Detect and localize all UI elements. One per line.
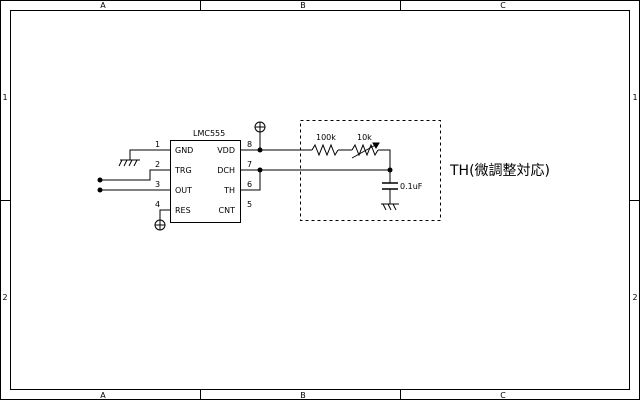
junction-dot	[97, 177, 103, 183]
pin-number-4: 4	[155, 200, 160, 209]
trimmer-arrow	[351, 142, 380, 159]
ic-name: LMC555	[193, 129, 225, 138]
pin-label-vdd: VDD	[217, 146, 235, 155]
junction-dot	[257, 147, 263, 153]
capacitor-label: 0.1uF	[400, 182, 423, 191]
zone-label-bottom-a: A	[100, 391, 106, 400]
pin-label-trg: TRG	[174, 166, 192, 175]
wire-trg[interactable]	[100, 169, 170, 181]
ground-icon	[118, 159, 140, 167]
wire-res[interactable]	[159, 209, 170, 220]
capacitor-0-1uf[interactable]	[382, 182, 398, 190]
ground-hatch	[118, 159, 123, 167]
th-annotation: TH(微調整対応)	[449, 163, 550, 179]
pin-label-res: RES	[175, 206, 191, 215]
pin-number-3: 3	[155, 180, 160, 189]
resistor-10k-label: 10k	[357, 133, 372, 142]
pin-label-out: OUT	[175, 186, 192, 195]
pin-number-6: 6	[247, 180, 252, 189]
ground-hatch	[387, 203, 392, 211]
resistor-10k[interactable]	[351, 143, 379, 157]
ic-body[interactable]	[170, 140, 241, 223]
zone-label-top-c: C	[500, 1, 506, 10]
junction-dots	[97, 147, 393, 193]
res-supply-icon	[154, 219, 166, 231]
wire-th[interactable]	[240, 170, 261, 191]
ground-hatch	[128, 159, 133, 167]
pin-label-cnt: CNT	[219, 206, 236, 215]
ground-hatch	[392, 203, 397, 211]
zone-label-top-a: A	[100, 1, 106, 10]
pin-label-th: TH	[223, 186, 235, 195]
zone-label-left-2: 2	[2, 293, 7, 302]
ground-icon	[381, 203, 399, 211]
resistor-100k[interactable]	[311, 143, 339, 157]
zone-label-bottom-b: B	[300, 391, 306, 400]
inner-border	[10, 10, 630, 390]
wire-gnd[interactable]	[129, 149, 170, 160]
zone-label-top-b: B	[300, 1, 306, 10]
pin-label-gnd: GND	[175, 146, 193, 155]
trimmer-arrow-head	[372, 142, 380, 149]
zone-label-left-1: 1	[2, 93, 7, 102]
ground-hatch	[123, 159, 128, 167]
ground-hatch	[133, 159, 138, 167]
junction-dot	[257, 167, 263, 173]
pin-number-7: 7	[247, 160, 252, 169]
wire-r2-node[interactable]	[378, 149, 391, 170]
ic-lmc555[interactable]: LMC555 GND TRG OUT RES VDD DCH TH CNT 1 …	[155, 129, 252, 223]
pin-number-2: 2	[155, 160, 160, 169]
wires[interactable]	[100, 132, 391, 220]
junction-dot	[97, 187, 103, 193]
pin-number-1: 1	[155, 140, 160, 149]
vdd-supply-icon	[254, 121, 266, 133]
zone-label-right-2: 2	[632, 293, 637, 302]
pin-number-8: 8	[247, 140, 252, 149]
zone-label-right-1: 1	[632, 93, 637, 102]
pin-number-5: 5	[247, 200, 252, 209]
ground-hatch	[382, 203, 387, 211]
pin-label-dch: DCH	[217, 166, 235, 175]
junction-dot	[387, 167, 393, 173]
resistor-100k-label: 100k	[316, 133, 336, 142]
zone-label-bottom-c: C	[500, 391, 506, 400]
